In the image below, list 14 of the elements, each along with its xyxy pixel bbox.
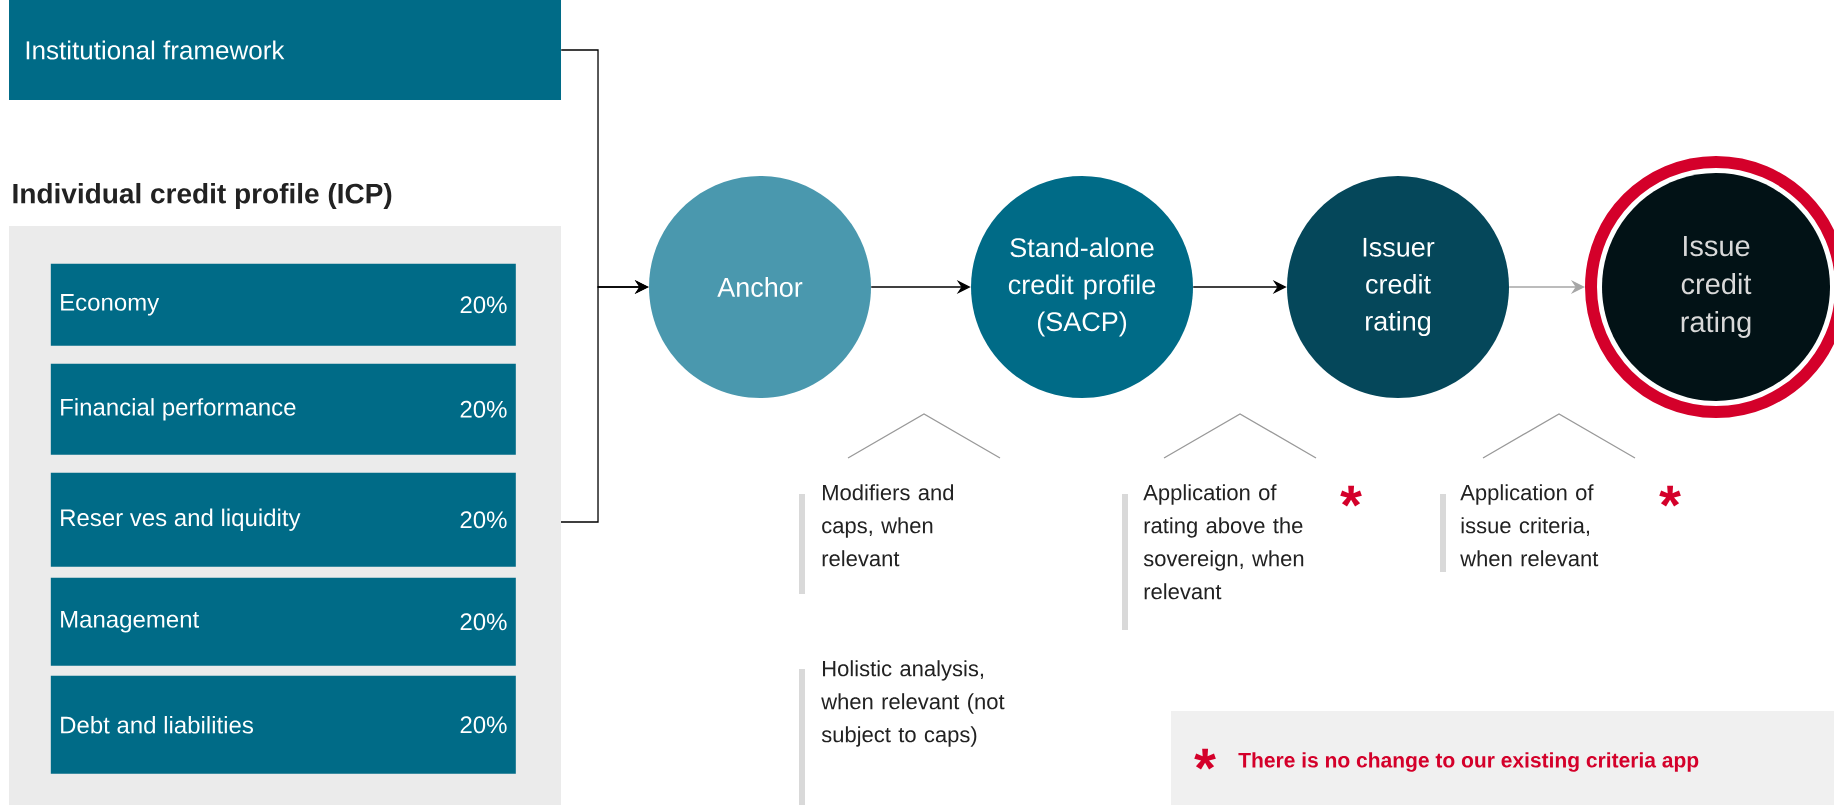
note-text: Holistic analysis, when relevant (not subject to caps) xyxy=(821,660,1005,747)
node-label: Individual credit profile (ICP) xyxy=(13,182,392,210)
note-text: Modifiers and caps, when relevant xyxy=(822,484,954,567)
criteria-box: Economy 20% xyxy=(50,263,516,346)
criteria-box: Debt and liabilities 20% xyxy=(50,675,516,774)
asterisk: * xyxy=(1340,485,1362,507)
asterisk: * xyxy=(1659,485,1681,507)
note-text: Application of issue criteria, when relevant xyxy=(1460,484,1599,567)
criteria-box: Management 20% xyxy=(50,577,516,666)
footnote-box: * There is no change to our existing criteria app xyxy=(1171,711,1834,805)
criteria-box: Reser ves and liquidity 20% xyxy=(50,472,516,567)
criteria-box: Financial performance 20% xyxy=(50,363,516,455)
note-text: Application of rating above the sovereign, when relevant xyxy=(1143,484,1304,600)
framework-box: Institutional framework xyxy=(9,0,561,100)
